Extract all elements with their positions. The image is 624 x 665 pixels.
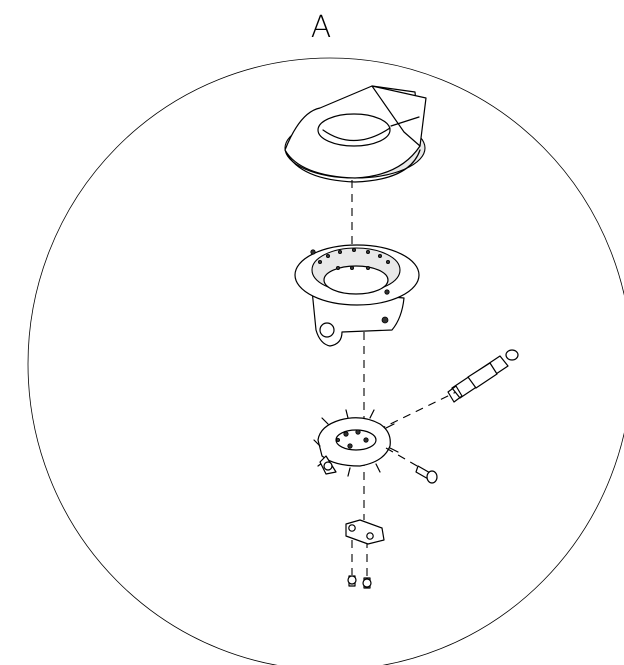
screw-pair-icon [347, 575, 372, 589]
detail-view-label: A [310, 10, 332, 45]
bearing-housing-icon [294, 244, 420, 347]
mounting-bracket-icon [345, 519, 385, 545]
hood-cap-icon [284, 85, 427, 183]
screw-icon [385, 447, 438, 484]
shaft-axis-line [377, 391, 457, 431]
drive-shaft-icon [447, 349, 519, 403]
detail-circle [27, 57, 624, 665]
indexing-plate-icon [313, 409, 399, 477]
